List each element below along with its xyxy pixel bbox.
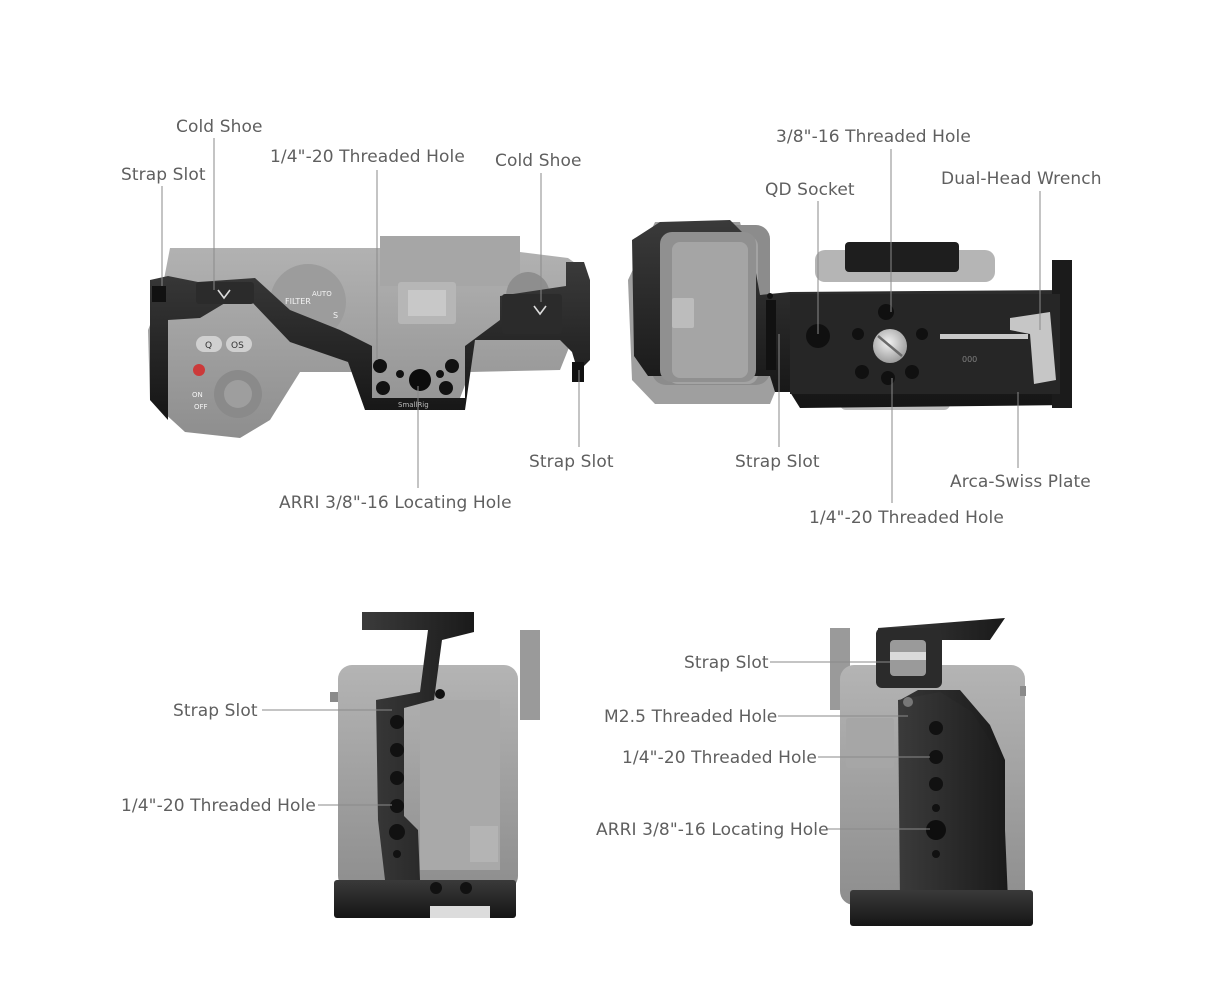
callout-threaded-hole-right-side: 1/4"-20 Threaded Hole xyxy=(622,748,817,768)
top-view-cage: SmallRig xyxy=(150,262,590,420)
callout-threaded-hole-3-8: 3/8"-16 Threaded Hole xyxy=(776,127,971,147)
os-button-label: OS xyxy=(231,341,244,351)
power-on-mark: ON xyxy=(192,391,203,399)
left-side-cage xyxy=(334,612,516,918)
record-button xyxy=(193,364,205,376)
dial-auto-mark: AUTO xyxy=(312,290,332,298)
bottom-view-cage: 000 xyxy=(632,220,1072,408)
callout-cold-shoe-left: Cold Shoe xyxy=(176,117,263,137)
callout-m25-threaded-hole: M2.5 Threaded Hole xyxy=(604,707,778,727)
os-button xyxy=(226,336,252,352)
qd-socket-hole xyxy=(806,324,830,348)
dial-s-mark: S xyxy=(333,311,338,320)
callout-strap-slot-top-left: Strap Slot xyxy=(121,165,206,185)
callout-arri-locating-hole-right-side: ARRI 3/8"-16 Locating Hole xyxy=(596,820,829,840)
leader-lines xyxy=(161,138,1041,830)
callout-arri-locating-hole-top: ARRI 3/8"-16 Locating Hole xyxy=(279,493,512,513)
callout-cold-shoe-right: Cold Shoe xyxy=(495,151,582,171)
power-off-mark: OFF xyxy=(194,403,208,411)
q-button xyxy=(196,336,222,352)
callout-strap-slot-bottom: Strap Slot xyxy=(735,452,820,472)
plate-marking: 000 xyxy=(962,355,977,364)
callout-strap-slot-left-side: Strap Slot xyxy=(173,701,258,721)
callout-arca-swiss-plate: Arca-Swiss Plate xyxy=(950,472,1091,492)
callout-threaded-hole-bottom: 1/4"-20 Threaded Hole xyxy=(809,508,1004,528)
top-cage-brand: SmallRig xyxy=(398,401,429,409)
dual-head-wrench xyxy=(1010,312,1056,384)
callout-qd-socket: QD Socket xyxy=(765,180,855,200)
callout-threaded-hole-left-side: 1/4"-20 Threaded Hole xyxy=(121,796,316,816)
callout-threaded-hole-top: 1/4"-20 Threaded Hole xyxy=(270,147,465,167)
callout-dual-head-wrench: Dual-Head Wrench xyxy=(941,169,1102,189)
callout-strap-slot-right-side: Strap Slot xyxy=(684,653,769,673)
q-button-label: Q xyxy=(205,341,212,351)
dial-filter-mark: FILTER xyxy=(285,297,311,306)
callout-strap-slot-top-right: Strap Slot xyxy=(529,452,614,472)
